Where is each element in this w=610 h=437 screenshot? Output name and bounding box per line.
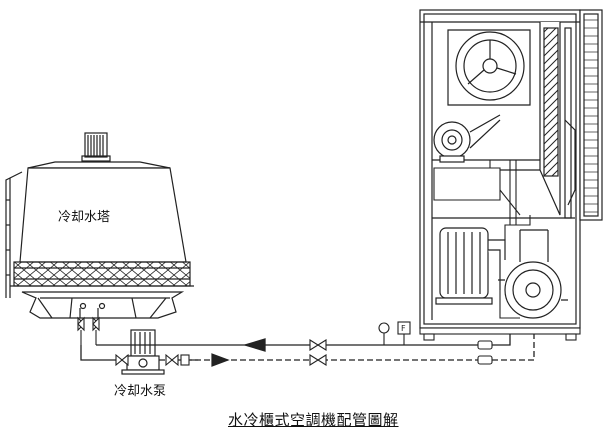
return-arrow bbox=[190, 353, 230, 367]
drain-pan bbox=[433, 160, 521, 216]
tower-fill bbox=[13, 261, 191, 287]
refrigerant-lines bbox=[499, 160, 531, 319]
compressor bbox=[435, 227, 506, 305]
cooling-tower bbox=[5, 132, 194, 319]
flow-meter-label: F bbox=[401, 324, 406, 333]
diagram-caption: 水冷櫃式空調機配管圖解 bbox=[228, 411, 399, 429]
fan-motor bbox=[433, 114, 501, 163]
tower-valves bbox=[77, 316, 100, 345]
cooling-tower-label: 冷却水塔 bbox=[58, 210, 111, 225]
tower-fan-motor bbox=[81, 132, 111, 162]
tower-basin bbox=[21, 291, 185, 319]
pressure-gauge bbox=[378, 322, 390, 345]
blower-fan bbox=[447, 29, 531, 106]
supply-pipe-solid bbox=[80, 318, 511, 361]
condenser bbox=[498, 229, 568, 319]
flow-meter bbox=[397, 321, 411, 345]
cooling-pump-label: 冷却水泵 bbox=[114, 384, 167, 399]
pipe-valves bbox=[115, 339, 493, 367]
cooling-pump bbox=[121, 329, 165, 375]
unit-base bbox=[419, 327, 581, 341]
